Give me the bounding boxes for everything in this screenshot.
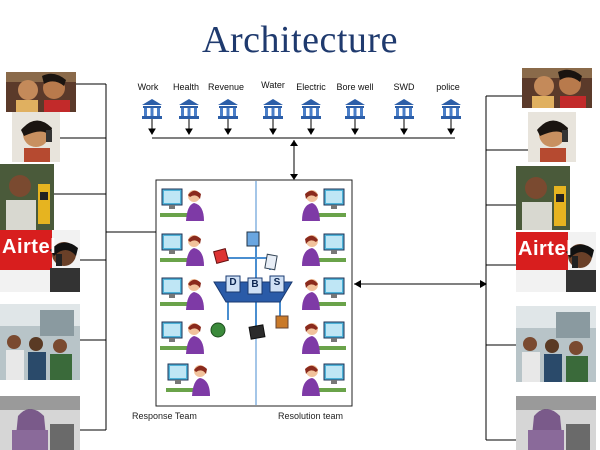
db-letter-d: D — [229, 277, 237, 288]
citizen-photo-street-crowd — [516, 306, 596, 382]
db-letter-s: S — [273, 277, 281, 288]
dept-label-electric: Electric — [296, 82, 326, 92]
citizen-photo-street-crowd — [0, 304, 80, 380]
bank-icon-police — [441, 99, 461, 119]
dept-label-police: police — [436, 82, 460, 92]
resolution-team-label: Resolution team — [278, 411, 344, 421]
agent-icon — [302, 277, 346, 310]
page-title: Architecture — [202, 19, 398, 61]
citizen-photo-airtel-caller: Airtel — [0, 230, 80, 292]
agent-icon — [302, 233, 346, 266]
airtel-banner-text: Airtel — [518, 238, 573, 260]
dept-label-revenue: Revenue — [207, 82, 245, 92]
agent-icon — [160, 188, 204, 221]
citizen-photo-man-payphone — [0, 164, 54, 230]
citizen-photo-woman-phone — [12, 112, 60, 162]
dept-label-swd: SWD — [393, 82, 415, 92]
db-letter-b: B — [251, 279, 259, 290]
bank-icon-bore-well — [345, 99, 365, 119]
bank-icon-work — [142, 99, 162, 119]
agent-icon — [302, 188, 346, 221]
bank-icon-water — [263, 99, 283, 119]
dept-label-health: Health — [172, 82, 200, 92]
citizen-photo-woman-phone — [528, 112, 576, 162]
agent-icon — [160, 277, 204, 310]
citizen-photo-airtel-caller: Airtel — [516, 232, 596, 292]
dept-label-work: Work — [137, 82, 159, 92]
agent-icon — [302, 321, 346, 354]
citizen-photo-man-payphone — [516, 166, 570, 230]
database-network — [210, 231, 293, 340]
dept-label-water: Water — [261, 80, 285, 90]
response-team-label: Response Team — [132, 411, 197, 421]
agent-icon — [302, 363, 346, 396]
bank-icon-electric — [301, 99, 321, 119]
citizen-photo-woman-cellphone — [516, 396, 596, 450]
citizen-photo-woman-cellphone — [0, 396, 80, 450]
agent-icon — [160, 321, 204, 354]
citizen-photo-mother-child — [522, 68, 592, 108]
airtel-banner-text: Airtel — [2, 236, 57, 258]
agent-icon — [166, 363, 210, 396]
agent-icon — [160, 233, 204, 266]
dept-label-bore-well: Bore well — [336, 82, 374, 92]
citizen-photo-mother-child — [6, 72, 76, 112]
bank-icon-revenue — [218, 99, 238, 119]
bank-icon-health — [179, 99, 199, 119]
bank-icon-swd — [394, 99, 414, 119]
